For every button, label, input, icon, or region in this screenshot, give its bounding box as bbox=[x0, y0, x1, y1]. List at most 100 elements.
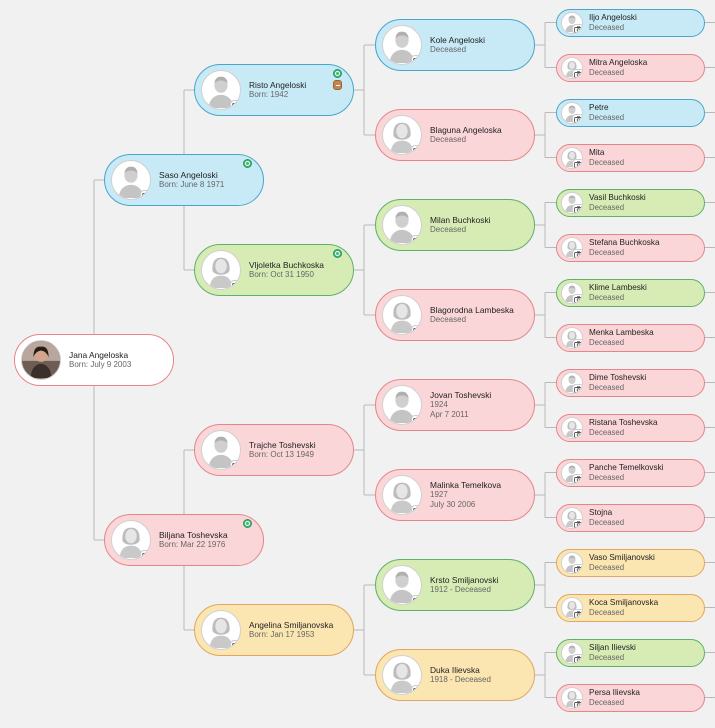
camera-icon[interactable] bbox=[412, 236, 421, 244]
person-detail: Deceased bbox=[430, 135, 467, 144]
camera-icon[interactable] bbox=[573, 24, 582, 33]
camera-icon[interactable] bbox=[412, 686, 421, 694]
person-silhouette-icon[interactable] bbox=[561, 416, 583, 439]
person-silhouette-icon[interactable] bbox=[561, 641, 583, 664]
person-silhouette-icon[interactable] bbox=[382, 115, 422, 155]
person-detail: Born: Oct 31 1950 bbox=[249, 270, 314, 279]
camera-icon[interactable] bbox=[573, 609, 582, 618]
camera-icon[interactable] bbox=[573, 204, 582, 213]
person-silhouette-icon[interactable] bbox=[382, 205, 422, 245]
camera-icon[interactable] bbox=[573, 564, 582, 573]
person-silhouette-icon[interactable] bbox=[201, 70, 241, 110]
camera-icon[interactable] bbox=[412, 56, 421, 64]
hint-record-icon[interactable] bbox=[333, 69, 342, 78]
camera-icon[interactable] bbox=[412, 416, 421, 424]
camera-icon[interactable] bbox=[412, 146, 421, 154]
person-silhouette-icon[interactable] bbox=[561, 11, 583, 34]
person-silhouette-icon[interactable] bbox=[561, 56, 583, 79]
person-silhouette-icon[interactable] bbox=[111, 160, 151, 200]
person-silhouette-icon[interactable] bbox=[382, 655, 422, 695]
camera-icon[interactable] bbox=[573, 249, 582, 258]
camera-icon[interactable] bbox=[231, 641, 240, 649]
camera-icon[interactable] bbox=[573, 654, 582, 663]
camera-icon[interactable] bbox=[231, 461, 240, 469]
person-silhouette-icon[interactable] bbox=[201, 610, 241, 650]
camera-icon[interactable] bbox=[412, 326, 421, 334]
camera-icon[interactable] bbox=[412, 506, 421, 514]
camera-icon[interactable] bbox=[573, 429, 582, 438]
person-silhouette-icon[interactable] bbox=[201, 250, 241, 290]
person-silhouette-icon[interactable] bbox=[382, 565, 422, 605]
person-silhouette-icon[interactable] bbox=[382, 295, 422, 335]
camera-icon[interactable] bbox=[573, 339, 582, 348]
camera-icon[interactable] bbox=[412, 596, 421, 604]
person-silhouette-icon[interactable] bbox=[111, 520, 151, 560]
person-silhouette-icon[interactable] bbox=[561, 326, 583, 349]
person-silhouette-icon[interactable] bbox=[561, 506, 583, 529]
camera-icon[interactable] bbox=[141, 191, 150, 199]
person-silhouette-icon[interactable] bbox=[561, 596, 583, 619]
person-silhouette-icon[interactable] bbox=[561, 551, 583, 574]
camera-icon[interactable] bbox=[573, 519, 582, 528]
person-silhouette-icon[interactable] bbox=[382, 25, 422, 65]
person-silhouette-icon[interactable] bbox=[382, 385, 422, 425]
camera-icon[interactable] bbox=[231, 101, 240, 109]
camera-icon[interactable] bbox=[573, 159, 582, 168]
person-silhouette-icon[interactable] bbox=[561, 146, 583, 169]
profile-photo[interactable] bbox=[21, 340, 61, 380]
camera-icon[interactable] bbox=[573, 114, 582, 123]
camera-icon[interactable] bbox=[573, 474, 582, 483]
person-silhouette-icon[interactable] bbox=[382, 475, 422, 515]
person-silhouette-icon[interactable] bbox=[561, 281, 583, 304]
camera-icon[interactable] bbox=[573, 69, 582, 78]
camera-icon[interactable] bbox=[573, 384, 582, 393]
person-silhouette-icon[interactable] bbox=[561, 191, 583, 214]
camera-icon[interactable] bbox=[141, 551, 150, 559]
document-record-icon[interactable] bbox=[333, 80, 342, 90]
person-silhouette-icon[interactable] bbox=[201, 430, 241, 470]
person-silhouette-icon[interactable] bbox=[561, 236, 583, 259]
person-silhouette-icon[interactable] bbox=[561, 101, 583, 124]
person-silhouette-icon[interactable] bbox=[561, 686, 583, 709]
person-silhouette-icon[interactable] bbox=[561, 371, 583, 394]
camera-icon[interactable] bbox=[573, 699, 582, 708]
hint-record-icon[interactable] bbox=[243, 159, 252, 168]
hint-record-icon[interactable] bbox=[333, 249, 342, 258]
hint-record-icon[interactable] bbox=[243, 519, 252, 528]
person-silhouette-icon[interactable] bbox=[561, 461, 583, 484]
camera-icon[interactable] bbox=[231, 281, 240, 289]
camera-icon[interactable] bbox=[573, 294, 582, 303]
